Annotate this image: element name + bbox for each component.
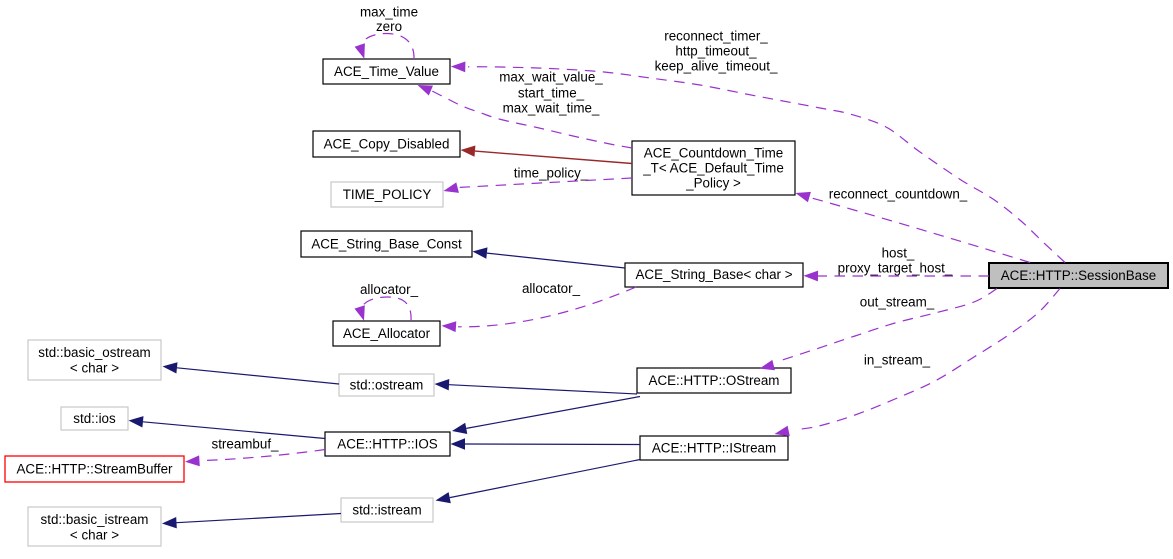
svg-text:http_timeout_: http_timeout_ <box>675 44 757 59</box>
svg-text:zero: zero <box>376 19 402 34</box>
svg-text:allocator_: allocator_ <box>522 281 581 296</box>
svg-text:reconnect_timer_: reconnect_timer_ <box>664 29 768 44</box>
svg-text:std::istream: std::istream <box>352 503 421 518</box>
svg-text:streambuf_: streambuf_ <box>212 437 280 452</box>
svg-text:std::basic_ostream: std::basic_ostream <box>38 345 150 360</box>
svg-text:allocator_: allocator_ <box>360 282 419 297</box>
svg-text:max_wait_time_: max_wait_time_ <box>503 101 600 116</box>
svg-text:ACE_Time_Value: ACE_Time_Value <box>334 64 439 79</box>
svg-text:time_policy_: time_policy_ <box>514 166 589 181</box>
svg-text:ACE::HTTP::OStream: ACE::HTTP::OStream <box>649 373 780 388</box>
svg-text:max_wait_value_: max_wait_value_ <box>499 70 603 85</box>
svg-text:reconnect_countdown_: reconnect_countdown_ <box>829 187 968 202</box>
svg-text:ACE::HTTP::StreamBuffer: ACE::HTTP::StreamBuffer <box>16 462 173 477</box>
svg-text:host_: host_ <box>882 246 915 261</box>
svg-text:std::ostream: std::ostream <box>350 378 424 393</box>
svg-text:out_stream_: out_stream_ <box>860 295 935 310</box>
svg-text:keep_alive_timeout_: keep_alive_timeout_ <box>655 59 778 74</box>
svg-text:ACE::HTTP::IStream: ACE::HTTP::IStream <box>652 441 776 456</box>
svg-text:ACE::HTTP::SessionBase: ACE::HTTP::SessionBase <box>1001 268 1157 283</box>
svg-text:proxy_target_host_: proxy_target_host_ <box>838 261 953 276</box>
svg-text:ACE_Allocator: ACE_Allocator <box>343 326 431 341</box>
svg-text:ACE_Copy_Disabled: ACE_Copy_Disabled <box>324 137 450 152</box>
svg-text:ACE::HTTP::IOS: ACE::HTTP::IOS <box>337 437 438 452</box>
svg-text:ACE_String_Base< char >: ACE_String_Base< char > <box>635 267 792 282</box>
svg-text:< char >: < char > <box>70 361 119 376</box>
svg-text:in_stream_: in_stream_ <box>864 353 931 368</box>
svg-text:_T< ACE_Default_Time: _T< ACE_Default_Time <box>642 161 784 176</box>
svg-text:max_time: max_time <box>360 5 418 20</box>
svg-text:std::ios: std::ios <box>73 411 116 426</box>
svg-text:_Policy >: _Policy > <box>685 176 741 191</box>
svg-text:< char >: < char > <box>70 528 119 543</box>
svg-text:ACE_Countdown_Time: ACE_Countdown_Time <box>644 146 783 161</box>
svg-text:std::basic_istream: std::basic_istream <box>41 512 149 527</box>
svg-text:TIME_POLICY: TIME_POLICY <box>343 187 432 202</box>
svg-text:ACE_String_Base_Const: ACE_String_Base_Const <box>311 237 462 252</box>
svg-text:start_time_: start_time_ <box>518 86 585 101</box>
